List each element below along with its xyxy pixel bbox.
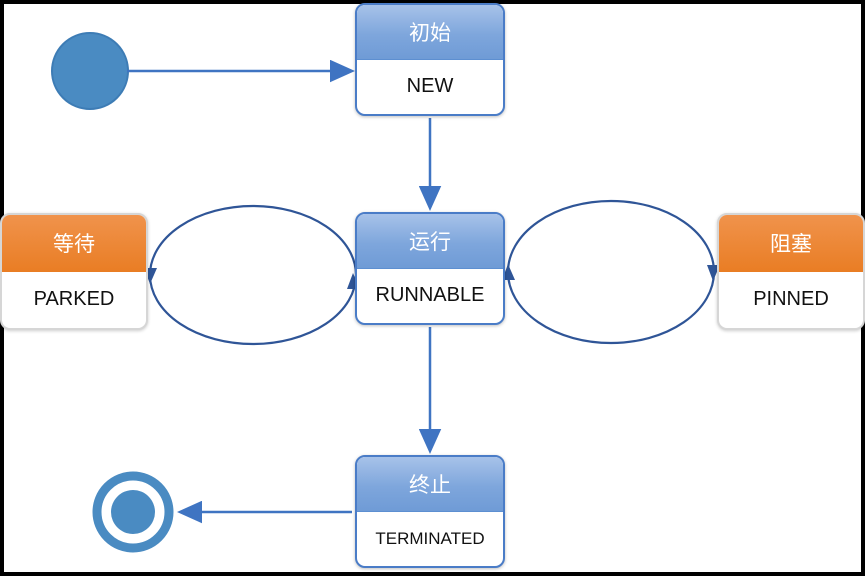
state-node-parked-label: PARKED bbox=[33, 288, 115, 311]
state-node-pinned-header: 阻塞 bbox=[719, 215, 863, 272]
initial-state-icon bbox=[51, 32, 129, 110]
state-node-new: 初始 NEW bbox=[355, 3, 505, 116]
final-state-core-icon bbox=[111, 490, 155, 534]
cycle-right-arrowhead-up-icon bbox=[502, 264, 515, 280]
state-node-terminated-header: 终止 bbox=[357, 457, 503, 512]
state-node-terminated-label: TERMINATED bbox=[375, 528, 485, 548]
state-node-runnable-label: RUNNABLE bbox=[375, 284, 485, 307]
state-node-terminated: 终止 TERMINATED bbox=[355, 455, 505, 568]
state-node-runnable-header: 运行 bbox=[357, 214, 503, 269]
cycle-runnable-pinned bbox=[506, 199, 716, 345]
state-node-new-label: NEW bbox=[406, 75, 454, 98]
state-node-parked: 等待 PARKED bbox=[0, 213, 148, 330]
cycle-runnable-parked bbox=[148, 204, 358, 346]
state-node-new-header: 初始 bbox=[357, 5, 503, 60]
state-node-pinned-label: PINNED bbox=[753, 288, 829, 311]
state-node-parked-header: 等待 bbox=[2, 215, 146, 272]
state-node-runnable: 运行 RUNNABLE bbox=[355, 212, 505, 325]
cycle-right-arrowhead-down-icon bbox=[707, 265, 720, 281]
state-node-pinned: 阻塞 PINNED bbox=[717, 213, 865, 330]
